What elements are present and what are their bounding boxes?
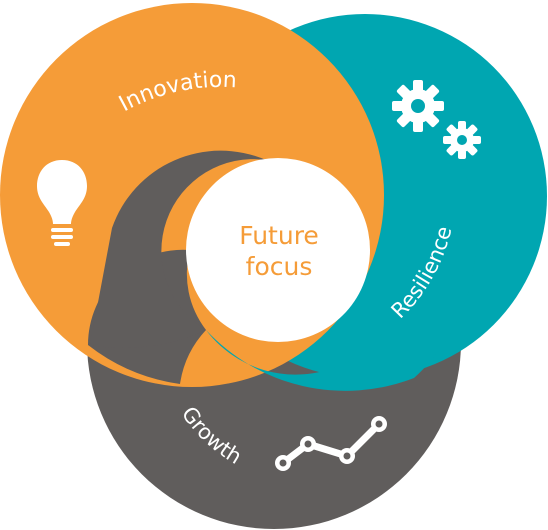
- center-circle: [186, 158, 370, 342]
- center-line-1: Future: [239, 221, 319, 250]
- line-graph-icon: [275, 416, 387, 471]
- center-line-2: focus: [246, 252, 313, 281]
- growth-inner-arc: [90, 150, 266, 349]
- gears-icon: [392, 80, 481, 159]
- lightbulb-icon: [37, 160, 87, 246]
- resilience-swirl: [206, 50, 477, 391]
